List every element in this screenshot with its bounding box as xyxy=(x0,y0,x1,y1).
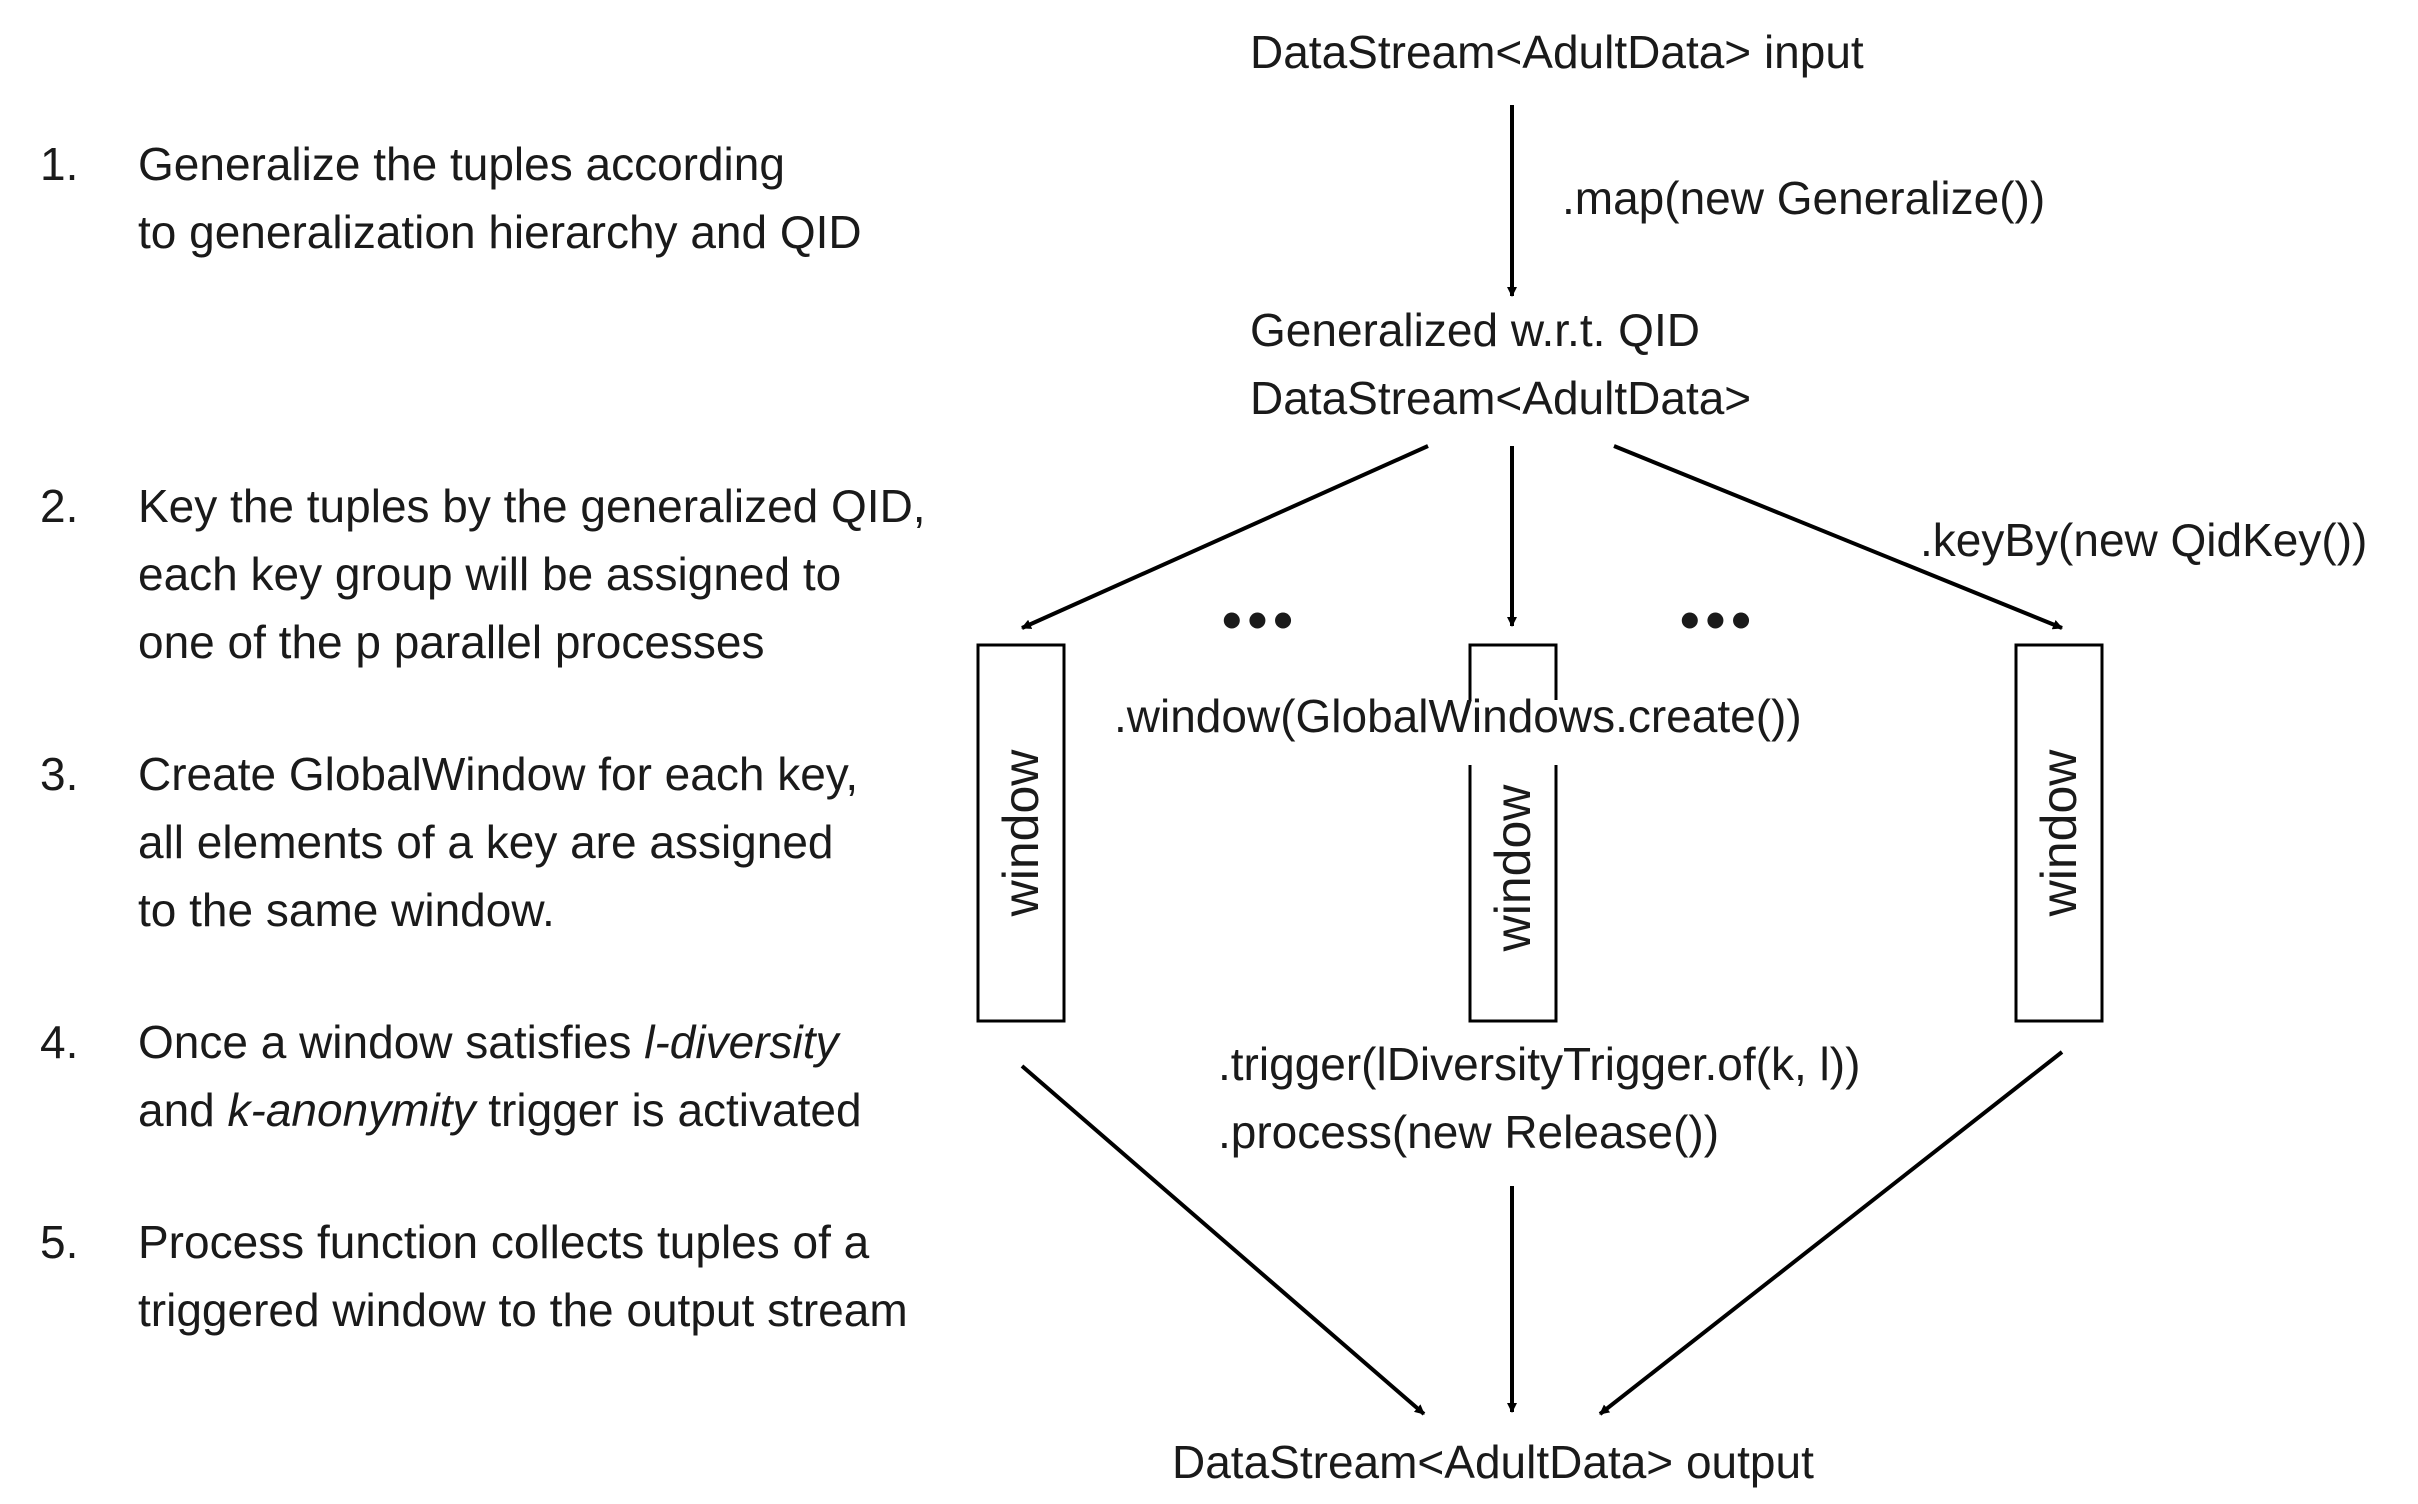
step-text-line-2: and k-anonymity trigger is activated xyxy=(138,1076,862,1144)
window-label-right: window xyxy=(2031,749,2087,917)
window-box-left xyxy=(976,643,1066,1023)
step-emphasis: l-diversity xyxy=(644,1016,839,1068)
keyby-operation-label: .keyBy(new QidKey()) xyxy=(1920,514,2368,566)
generalized-stream-label-line-1: Generalized w.r.t. QID xyxy=(1250,304,1700,356)
step-text: all elements of a key are assigned xyxy=(138,816,834,868)
arrow-to-right-window xyxy=(1613,444,2063,630)
process-operation-label: .process(new Release()) xyxy=(1218,1106,1720,1158)
step-text: Create GlobalWindow for each key, xyxy=(138,748,859,800)
arrow-to-left-window xyxy=(1021,444,1429,630)
step-number: 4. xyxy=(40,1016,79,1068)
step-text-line-1: Once a window satisfies l-diversity xyxy=(138,1008,862,1076)
generalized-stream-label-line-2: DataStream<AdultData> xyxy=(1250,372,1752,424)
step-text: one of the p parallel processes xyxy=(138,616,765,668)
window-label-middle: window xyxy=(1485,784,1541,952)
step-text: Process function collects tuples of a xyxy=(138,1216,870,1268)
step-number: 3. xyxy=(40,748,79,800)
step-text: and xyxy=(138,1084,228,1136)
step-number: 2. xyxy=(40,480,79,532)
step-text: Key the tuples by the generalized QID, xyxy=(138,480,926,532)
step-text: to the same window. xyxy=(138,884,555,936)
step-number: 5. xyxy=(40,1216,79,1268)
step-text: Generalize the tuples according xyxy=(138,138,785,190)
step-text: triggered window to the output stream xyxy=(138,1284,908,1336)
arrow-left-to-output xyxy=(1020,1064,1426,1416)
input-stream-label: DataStream<AdultData> input xyxy=(1250,26,1864,78)
step-emphasis: k-anonymity xyxy=(227,1084,476,1136)
map-operation-label: .map(new Generalize()) xyxy=(1562,172,2046,224)
window-label-left: window xyxy=(993,749,1049,917)
step-number: 1. xyxy=(40,138,79,190)
output-stream-label: DataStream<AdultData> output xyxy=(1172,1436,1814,1488)
step-text: each key group will be assigned to xyxy=(138,548,842,600)
ellipsis-left: ••• xyxy=(1222,588,1299,651)
step-text: Once a window satisfies xyxy=(138,1016,645,1068)
arrow-right-to-output xyxy=(1598,1050,2064,1416)
step-text: to generalization hierarchy and QID xyxy=(138,206,862,258)
trigger-operation-label: .trigger(lDiversityTrigger.of(k, l)) xyxy=(1218,1038,1861,1090)
window-box-right xyxy=(2014,643,2104,1023)
step-text: trigger is activated xyxy=(475,1084,862,1136)
ellipsis-right: ••• xyxy=(1680,588,1757,651)
window-box-middle xyxy=(1468,643,1558,1023)
window-operation-label: .window(GlobalWindows.create()) xyxy=(1114,690,1802,742)
